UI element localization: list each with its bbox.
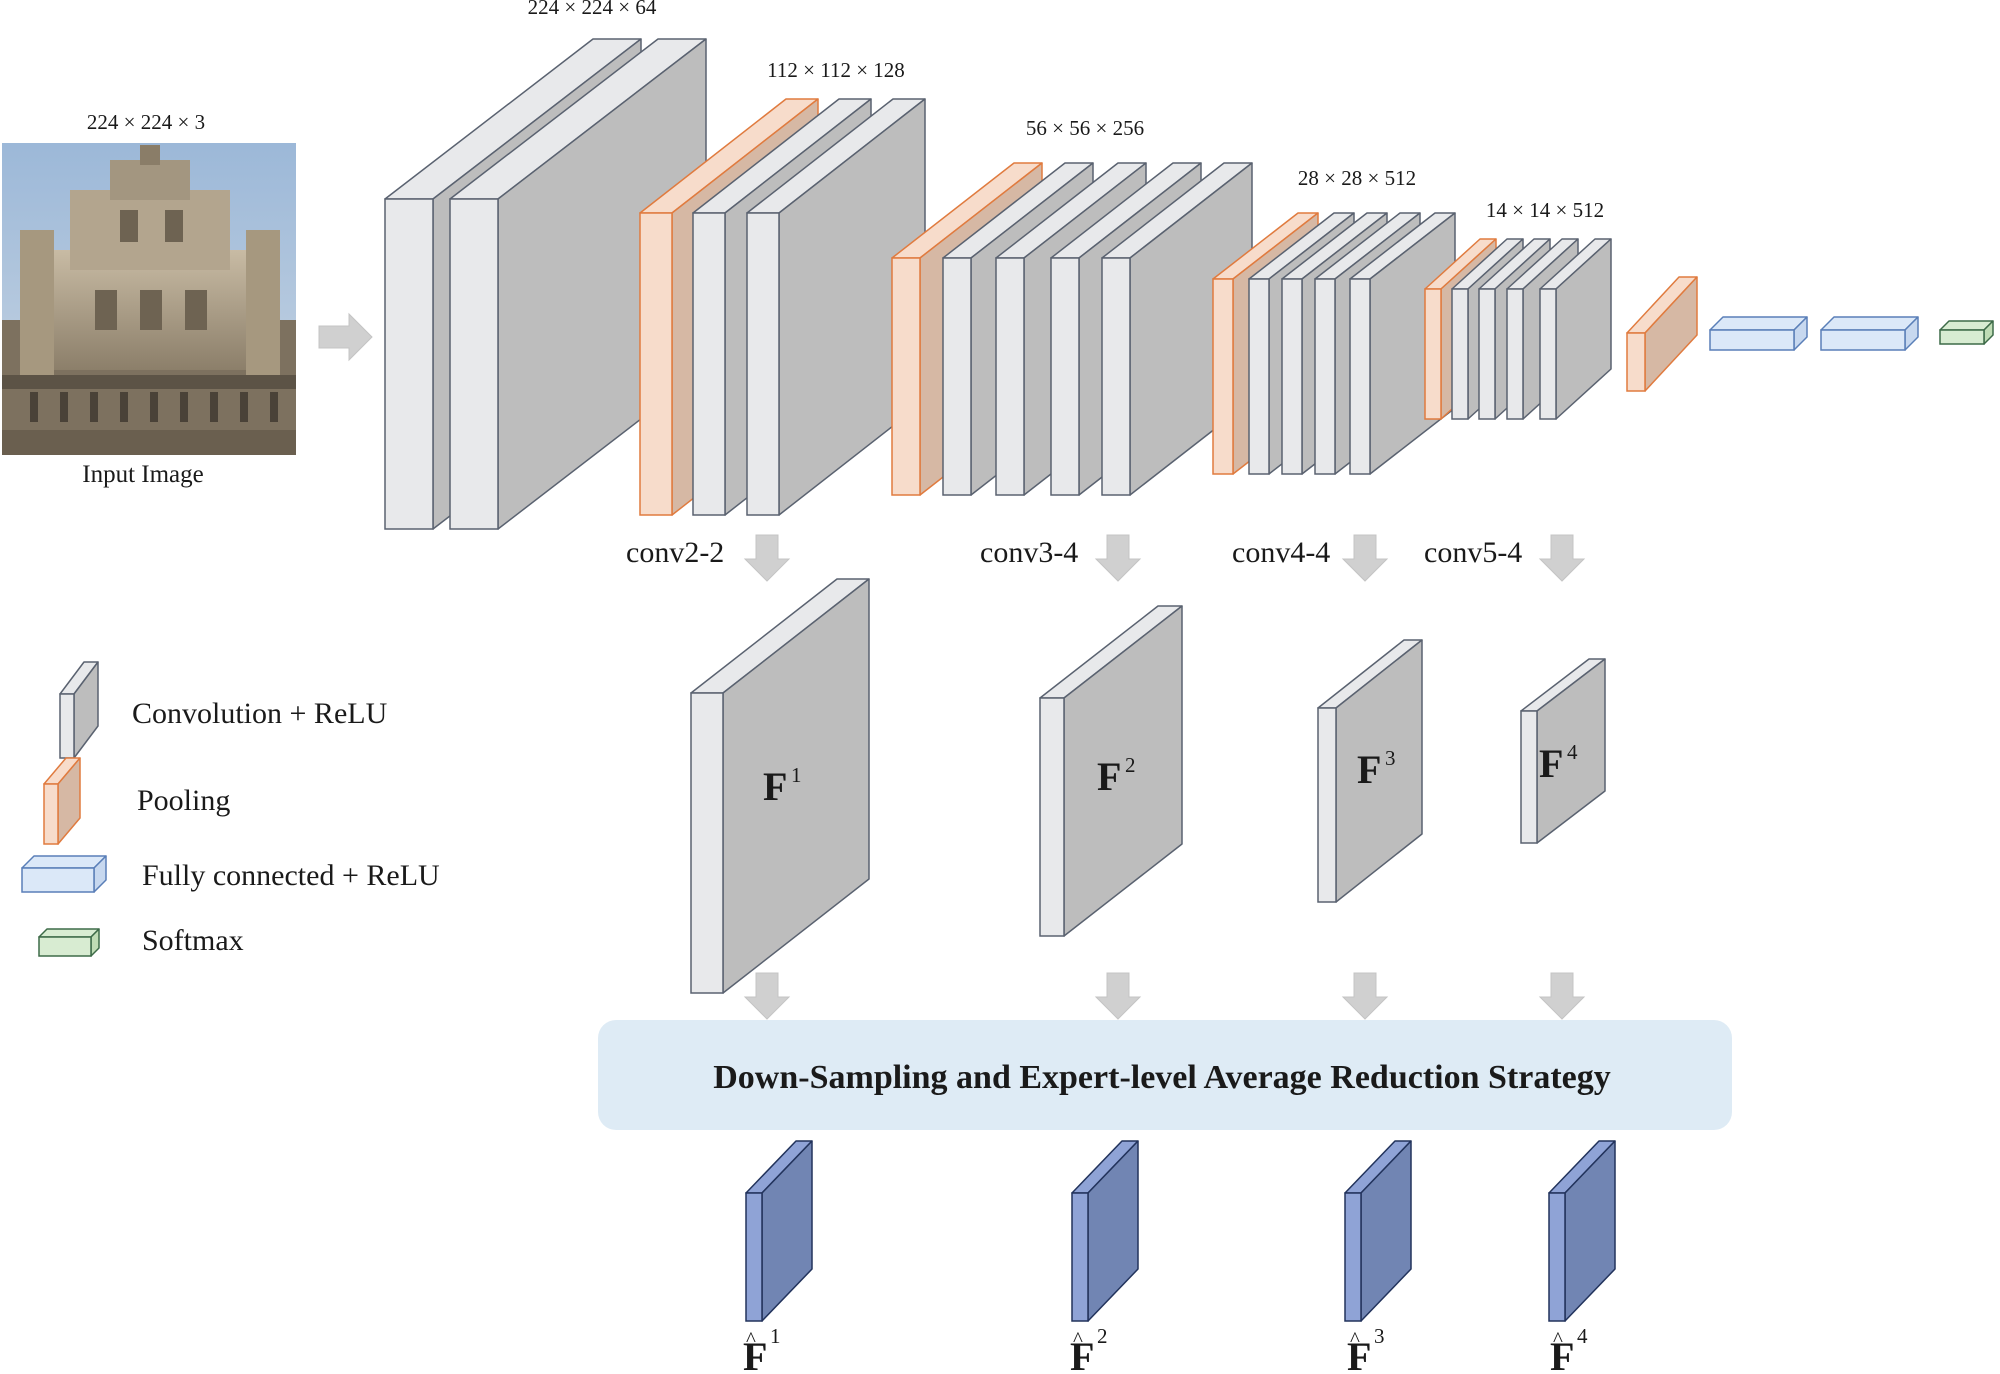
arrow-f2-to-banner bbox=[1094, 972, 1142, 1020]
reduced-f1-hat: ^ bbox=[746, 1327, 756, 1351]
legend-label-softmax: Softmax bbox=[142, 924, 244, 957]
block4-dims: 28 × 28 × 512 bbox=[1298, 166, 1416, 190]
legend-swatch-softmax bbox=[38, 928, 100, 957]
input-image bbox=[2, 143, 296, 455]
legend-swatch-conv bbox=[59, 661, 99, 759]
legend-swatch-fc bbox=[21, 855, 107, 893]
tap-label-conv2-2: conv2-2 bbox=[626, 536, 724, 569]
reduced-map-f3 bbox=[1344, 1140, 1412, 1322]
feature-f3-letter: F bbox=[1357, 747, 1381, 792]
arrow-f3-to-banner bbox=[1341, 972, 1389, 1020]
reduced-f3-hat: ^ bbox=[1350, 1327, 1360, 1351]
flow-arrows bbox=[743, 534, 1586, 1020]
feature-f4-index: 4 bbox=[1567, 740, 1578, 764]
input-arrow bbox=[318, 312, 373, 362]
legend bbox=[21, 661, 107, 957]
block5-dims: 14 × 14 × 512 bbox=[1486, 198, 1604, 222]
tap-label-conv3-4: conv3-4 bbox=[980, 536, 1078, 569]
legend-swatch-pool bbox=[43, 757, 81, 845]
reduced-feature-maps bbox=[745, 1140, 1616, 1322]
softmax-layer bbox=[1939, 320, 1994, 345]
feature-map-f1 bbox=[690, 578, 870, 994]
feature-f2-index: 2 bbox=[1125, 753, 1136, 777]
reduced-f4-hat: ^ bbox=[1553, 1327, 1563, 1351]
reduced-f2-letter: F bbox=[1070, 1334, 1094, 1374]
arrow-to-f2 bbox=[1094, 534, 1142, 582]
block2-dims: 112 × 112 × 128 bbox=[767, 58, 905, 82]
reduced-map-f1 bbox=[745, 1140, 813, 1322]
block2-conv2 bbox=[746, 98, 926, 516]
arrow-to-f1 bbox=[743, 534, 791, 582]
reduced-f3-index: 3 bbox=[1374, 1324, 1385, 1348]
arrow-to-f4 bbox=[1538, 534, 1586, 582]
feature-f3-index: 3 bbox=[1385, 746, 1396, 770]
feature-f2-letter: F bbox=[1097, 754, 1121, 799]
reduced-f2-hat: ^ bbox=[1073, 1327, 1083, 1351]
feature-maps bbox=[690, 578, 1606, 994]
input-image-label: Input Image bbox=[82, 461, 203, 488]
reduced-map-f4 bbox=[1548, 1140, 1616, 1322]
fc-layer-1 bbox=[1709, 316, 1808, 351]
tap-label-conv5-4: conv5-4 bbox=[1424, 536, 1522, 569]
arrow-to-f3 bbox=[1341, 534, 1389, 582]
block3-dims: 56 × 56 × 256 bbox=[1026, 116, 1144, 140]
input-dims: 224 × 224 × 3 bbox=[87, 110, 205, 134]
input-arrow-shape bbox=[318, 312, 373, 362]
strategy-banner bbox=[598, 1020, 1732, 1130]
reduced-f1-index: 1 bbox=[770, 1324, 781, 1348]
reduced-f2-index: 2 bbox=[1097, 1324, 1108, 1348]
legend-label-pool: Pooling bbox=[137, 784, 230, 817]
feature-f1-index: 1 bbox=[791, 763, 802, 787]
reduced-f3-letter: F bbox=[1347, 1334, 1371, 1374]
legend-label-conv: Convolution + ReLU bbox=[132, 697, 388, 730]
reduced-f1-letter: F bbox=[743, 1334, 767, 1374]
reduced-f4-index: 4 bbox=[1577, 1324, 1588, 1348]
feature-f1-letter: F bbox=[763, 764, 787, 809]
arrow-f1-to-banner bbox=[743, 972, 791, 1020]
block1-dims: 224 × 224 × 64 bbox=[528, 0, 657, 19]
legend-label-fc: Fully connected + ReLU bbox=[142, 859, 440, 892]
final-pool bbox=[1626, 276, 1698, 392]
feature-f4-letter: F bbox=[1539, 741, 1563, 786]
reduced-map-f2 bbox=[1071, 1140, 1139, 1322]
strategy-banner-label: Down-Sampling and Expert-level Average R… bbox=[713, 1059, 1610, 1096]
fc-layer-2 bbox=[1820, 316, 1919, 351]
tap-label-conv4-4: conv4-4 bbox=[1232, 536, 1330, 569]
feature-map-f3 bbox=[1317, 639, 1423, 903]
feature-map-f4 bbox=[1520, 658, 1606, 844]
reduced-f4-letter: F bbox=[1550, 1334, 1574, 1374]
block5-conv4 bbox=[1539, 238, 1612, 420]
arrow-f4-to-banner bbox=[1538, 972, 1586, 1020]
vgg-network bbox=[384, 38, 1994, 530]
feature-map-f2 bbox=[1039, 605, 1183, 937]
